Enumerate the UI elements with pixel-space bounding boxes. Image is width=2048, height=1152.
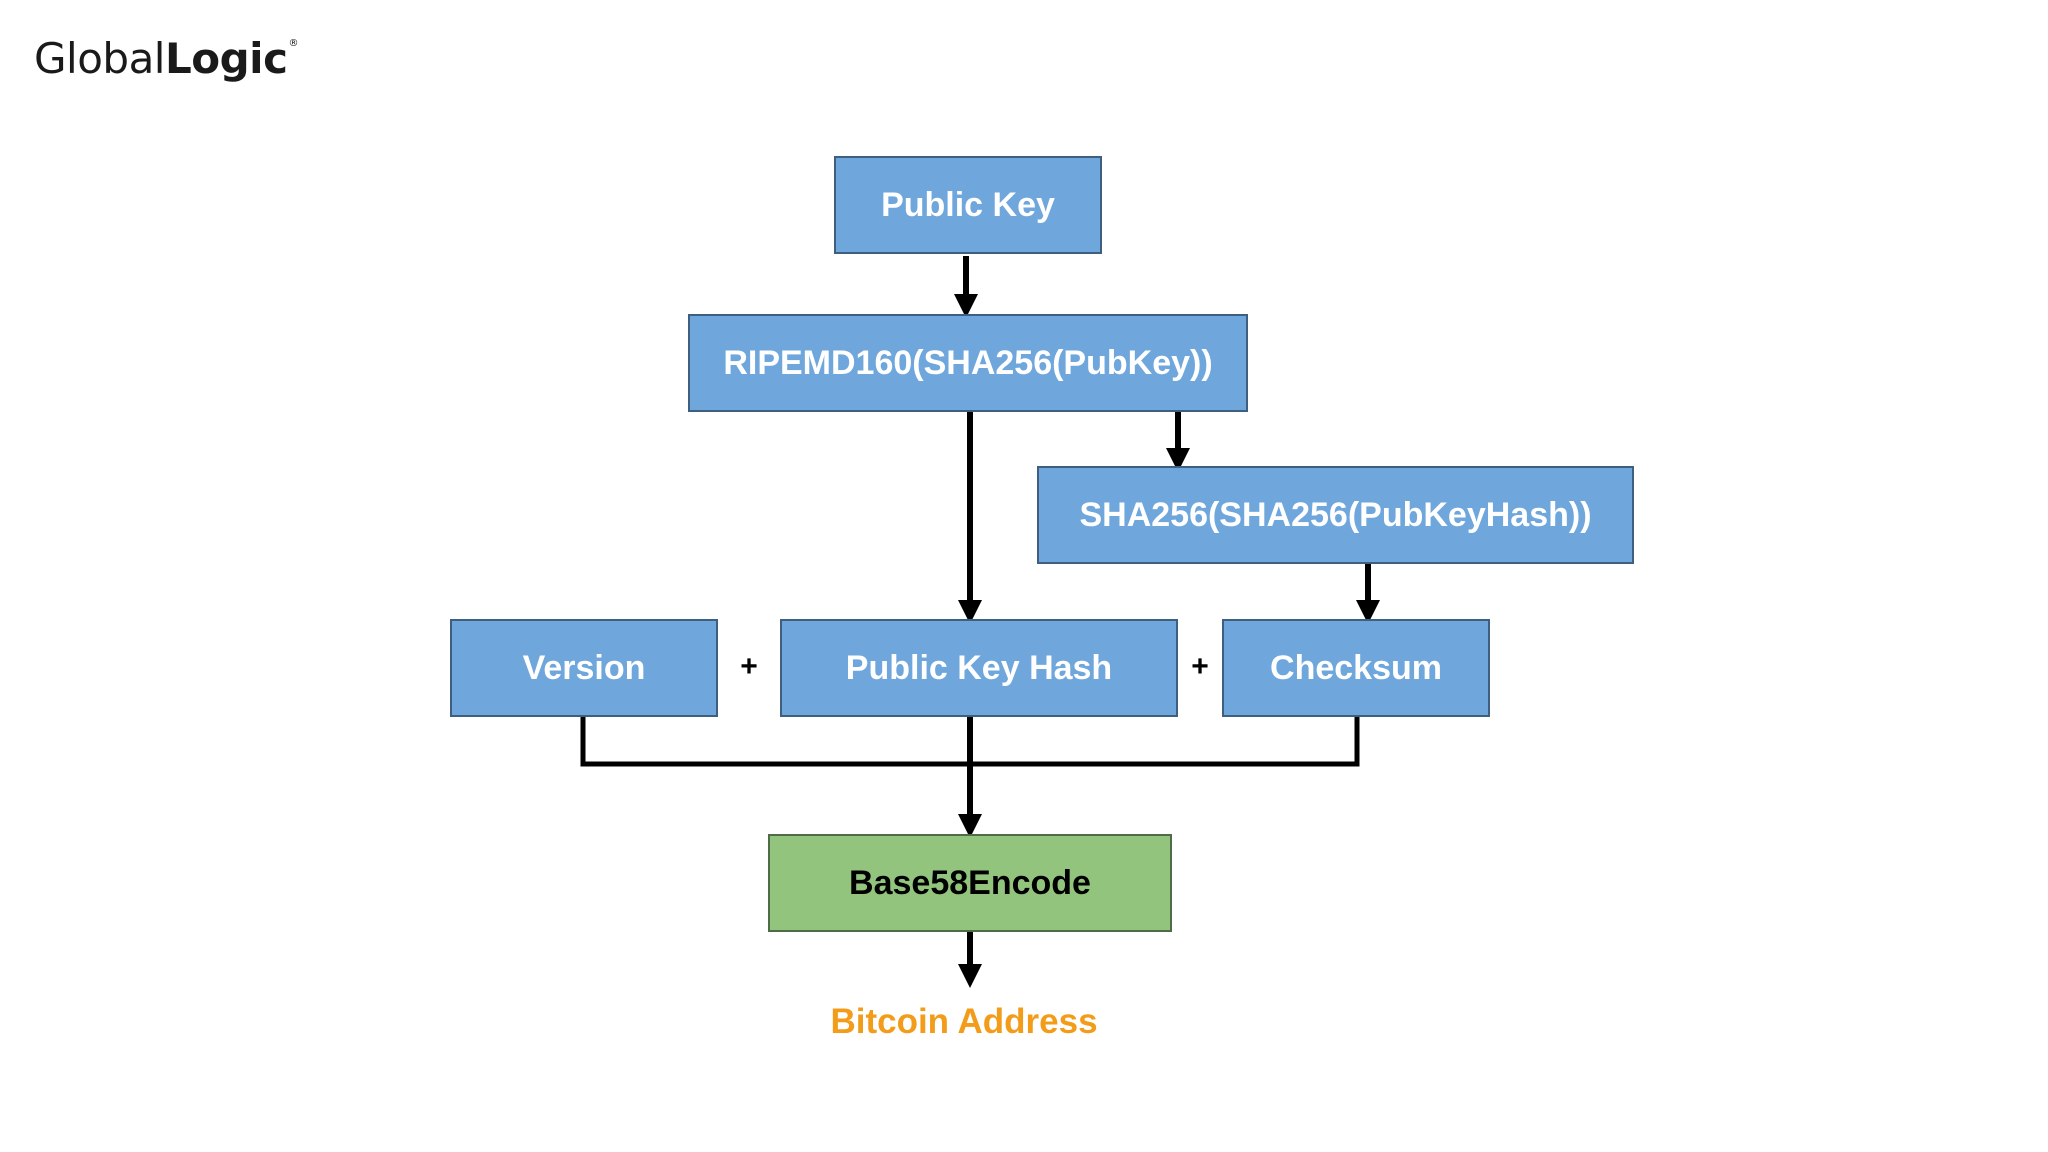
node-public-key: Public Key <box>834 156 1102 254</box>
node-base58-encode-label: Base58Encode <box>849 863 1091 902</box>
node-double-sha256: SHA256(SHA256(PubKeyHash)) <box>1037 466 1634 564</box>
logo-text-regular: Global <box>34 34 165 83</box>
node-public-key-label: Public Key <box>881 185 1055 224</box>
logo-text-bold: Logic <box>164 34 288 83</box>
node-version: Version <box>450 619 718 717</box>
node-checksum: Checksum <box>1222 619 1490 717</box>
logo-registered-mark: ® <box>288 38 298 49</box>
plus-operator-2: + <box>1191 650 1209 683</box>
node-public-key-hash: Public Key Hash <box>780 619 1178 717</box>
node-ripemd160-label: RIPEMD160(SHA256(PubKey)) <box>723 343 1213 382</box>
node-ripemd160: RIPEMD160(SHA256(PubKey)) <box>688 314 1248 412</box>
node-base58-encode: Base58Encode <box>768 834 1172 932</box>
plus-operator-1: + <box>740 650 758 683</box>
output-bitcoin-address: Bitcoin Address <box>830 1002 1098 1041</box>
node-checksum-label: Checksum <box>1270 648 1442 687</box>
node-public-key-hash-label: Public Key Hash <box>845 648 1113 687</box>
node-double-sha256-label: SHA256(SHA256(PubKeyHash)) <box>1079 495 1592 534</box>
node-version-label: Version <box>522 648 646 687</box>
globallogic-logo: GlobalLogic® <box>34 34 298 83</box>
